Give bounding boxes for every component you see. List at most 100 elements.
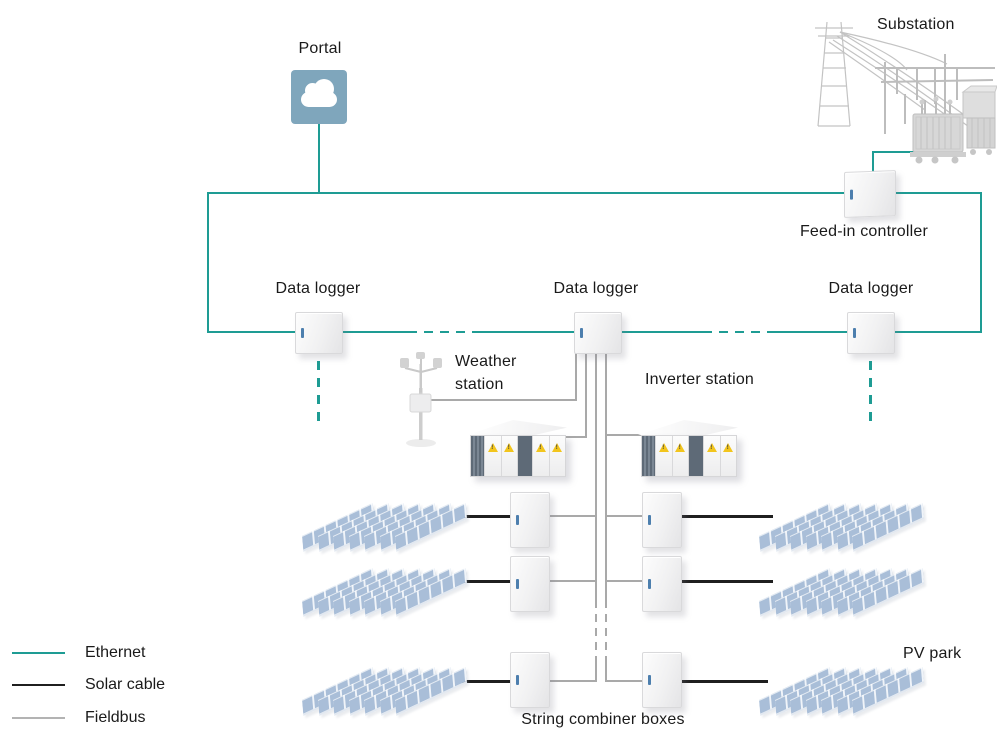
- fieldbus-line-swatch: [12, 717, 65, 719]
- solar-cable-line-swatch: [12, 684, 65, 686]
- pv-array: [755, 486, 925, 552]
- legend-item-ethernet: Ethernet: [12, 644, 145, 662]
- legend-label: Solar cable: [85, 676, 166, 693]
- fieldbus-stub-l2: [546, 580, 597, 582]
- inverter-door: [500, 436, 517, 476]
- solar-cable-r3: [678, 680, 768, 683]
- data-logger-2-label: Data logger: [553, 280, 639, 297]
- logger1-ethernet-dashed-drop: [317, 361, 320, 429]
- feed-in-controller-label: Feed-in controller: [799, 223, 929, 240]
- fieldbus-combiner-left-vdash: [595, 600, 597, 660]
- warning-triangle-icon: [723, 443, 734, 452]
- solar-cable-r2: [678, 580, 773, 583]
- portal-node: [291, 70, 347, 124]
- inverter-cabinet: [641, 435, 737, 477]
- substation-ethernet-h: [872, 151, 920, 153]
- fieldbus-weather-v: [575, 352, 577, 401]
- inverter-door: [484, 436, 501, 476]
- portal-ethernet-drop: [318, 123, 320, 193]
- legend-item-solar-cable: Solar cable: [12, 676, 165, 694]
- data-logger-1-node: [295, 312, 343, 354]
- legend-label: Ethernet: [85, 644, 146, 661]
- fieldbus-combiner-right-v1: [605, 352, 607, 600]
- ethernet-bus-bottom-dashed-2: [703, 331, 768, 333]
- status-led: [580, 328, 583, 338]
- substation-illustration: [815, 21, 997, 164]
- status-led: [648, 579, 651, 589]
- fieldbus-stub-l3: [546, 680, 597, 682]
- fieldbus-combiner-right-vdash: [605, 600, 607, 660]
- status-led: [301, 328, 304, 338]
- pv-array: [298, 486, 468, 552]
- inverter-door: [703, 436, 720, 476]
- string-combiner-box: [510, 492, 550, 548]
- fieldbus-stub-r2: [605, 580, 645, 582]
- portal-label: Portal: [298, 40, 342, 57]
- vent-panel: [642, 436, 655, 476]
- warning-triangle-icon: [658, 443, 669, 452]
- status-led: [516, 515, 519, 525]
- inverter-door: [548, 436, 565, 476]
- string-combiner-boxes-label: String combiner boxes: [521, 711, 685, 728]
- vent-panel: [517, 436, 532, 476]
- weather-station-label: Weather station: [455, 353, 517, 393]
- vent-panel: [688, 436, 703, 476]
- vent-panel: [471, 436, 484, 476]
- fieldbus-weather-h: [430, 399, 577, 401]
- warning-triangle-icon: [675, 443, 686, 452]
- status-led: [853, 328, 856, 338]
- status-led: [648, 515, 651, 525]
- pv-array: [298, 551, 468, 617]
- status-led: [516, 579, 519, 589]
- logger3-ethernet-dashed-drop: [869, 361, 872, 429]
- feed-in-controller-node: [844, 170, 896, 218]
- string-combiner-box: [642, 492, 682, 548]
- status-led: [850, 189, 853, 200]
- inverter-door: [671, 436, 688, 476]
- warning-triangle-icon: [552, 443, 563, 452]
- warning-triangle-icon: [504, 443, 515, 452]
- inverter-station-label: Inverter station: [645, 371, 755, 388]
- inverter-station-left: [467, 420, 567, 478]
- warning-triangle-icon: [535, 443, 546, 452]
- ethernet-bus-left: [207, 192, 209, 333]
- legend-label: Fieldbus: [85, 709, 146, 726]
- substation-label: Substation: [877, 16, 955, 33]
- string-combiner-box: [642, 556, 682, 612]
- fieldbus-stub-r3: [605, 680, 645, 682]
- fieldbus-inverter-left-v: [585, 352, 587, 438]
- string-combiner-box: [510, 652, 550, 708]
- data-logger-2-node: [574, 312, 622, 354]
- status-led: [648, 675, 651, 685]
- string-combiner-box: [510, 556, 550, 612]
- fieldbus-inverter-left-h: [560, 436, 587, 438]
- pv-array: [755, 650, 925, 716]
- warning-triangle-icon: [706, 443, 717, 452]
- pv-park-label: PV park: [903, 645, 962, 662]
- weather-station-illustration: [400, 352, 442, 447]
- solar-cable-r1: [678, 515, 773, 518]
- inverter-cabinet: [470, 435, 566, 477]
- legend-item-fieldbus: Fieldbus: [12, 709, 145, 727]
- fieldbus-inverter-right-h: [605, 434, 650, 436]
- string-combiner-box: [642, 652, 682, 708]
- ethernet-bus-bottom-dashed-1: [408, 331, 478, 333]
- fieldbus-stub-l1: [546, 515, 597, 517]
- warning-triangle-icon: [487, 443, 498, 452]
- ethernet-bus-top: [207, 192, 982, 194]
- fieldbus-combiner-right-v2: [605, 660, 607, 682]
- pv-array: [298, 650, 468, 716]
- data-logger-3-label: Data logger: [828, 280, 914, 297]
- status-led: [516, 675, 519, 685]
- ethernet-bus-right: [980, 192, 982, 333]
- fieldbus-combiner-left-v2: [595, 660, 597, 682]
- inverter-station-right: [638, 420, 738, 478]
- fieldbus-stub-r1: [605, 515, 645, 517]
- inverter-door: [655, 436, 672, 476]
- fieldbus-combiner-left-v1: [595, 352, 597, 600]
- ethernet-line-swatch: [12, 652, 65, 654]
- pv-array: [755, 551, 925, 617]
- data-logger-1-label: Data logger: [275, 280, 361, 297]
- inverter-door: [719, 436, 736, 476]
